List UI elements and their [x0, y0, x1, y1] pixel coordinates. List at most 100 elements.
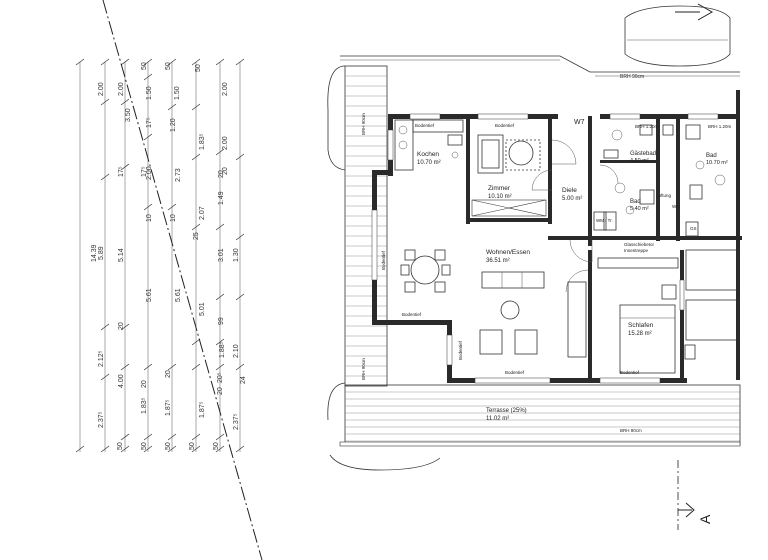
- note-w7: W7: [574, 119, 585, 126]
- note-bodentief-zimmer: Bodentief: [495, 123, 515, 128]
- dim-col4-c: 2.00: [146, 166, 153, 180]
- dim-col7-f: 2.10: [233, 344, 240, 358]
- room-diele-name: Diele: [562, 187, 577, 194]
- room-bad-right-area: 10.70 m²: [706, 160, 728, 166]
- dim-col6-a: 1.50: [174, 86, 181, 100]
- note-glasschiebe2: Innentreppe: [624, 248, 649, 253]
- room-schlafen-name: Schlafen: [628, 322, 654, 329]
- dim-col2-c: 5.14: [118, 248, 125, 262]
- terrace-bottom-hatch: [339, 384, 741, 447]
- dim-col4-g: 1.87⁵: [165, 399, 172, 416]
- dim-col3-d: 20: [141, 380, 148, 388]
- dim-col6-b: 1.83⁵: [199, 133, 206, 150]
- dim-col3-f: 50: [141, 442, 148, 450]
- note-gs: GS: [690, 226, 697, 231]
- dim-col4-h: 50: [165, 442, 172, 450]
- dim-col7-b: 20: [218, 170, 225, 178]
- note-brh-side: BRH 90cm: [361, 113, 366, 135]
- room-bad-right-name: Bad: [706, 153, 717, 159]
- dim-col6-g: 20⁵: [217, 372, 224, 383]
- dim-col1-a: 2.00: [98, 82, 105, 96]
- section-diagonal-line: [102, 0, 263, 560]
- room-terrasse-area: 11.02 m²: [486, 416, 509, 422]
- dimension-chains: 14.39 2.00 5.89 2.12⁵ 2.37⁵ 50 2.00 17⁵ …: [75, 58, 247, 453]
- note-wm: WM: [672, 204, 680, 209]
- room-wohnen-name: Wohnen/Essen: [486, 249, 530, 256]
- dim-col8-a: 2.00: [222, 82, 229, 96]
- section-marker-top: [675, 3, 714, 21]
- note-wm-tr: WM / Tr.: [596, 218, 613, 223]
- room-gaestebad-name: Gästebad: [630, 151, 656, 157]
- dim-col4-a: 1.50: [146, 86, 153, 100]
- dim-col6-f: 1.88⁵: [219, 341, 226, 358]
- dim-col8-c: 20: [222, 167, 229, 175]
- room-bad-small-name: Bad: [630, 199, 641, 205]
- dim-col5-b: 1.20: [170, 118, 177, 132]
- room-kochen-area: 10.70 m²: [417, 160, 441, 166]
- note-brh-side2: BRH 90cm: [361, 358, 366, 380]
- dim-col7-h: 2.37⁵: [233, 413, 240, 430]
- dim-col7-i: 50: [213, 442, 220, 450]
- note-bodentief-schlafen: Bodentief: [620, 370, 640, 375]
- note-bodentief-kochen: Bodentief: [415, 123, 435, 128]
- room-labels: Kochen 10.70 m² Zimmer 10.10 m² Diele 5.…: [417, 151, 728, 422]
- dim-col8-e: 24: [240, 376, 247, 384]
- dim-col1-d: 2.37⁵: [98, 411, 105, 428]
- dim-col3-e: 1.83⁵: [141, 397, 148, 414]
- dim-col7-d: 3.01: [218, 248, 225, 262]
- dim-col7-c: 1.49: [218, 191, 225, 205]
- dim-col6-i: 50: [189, 442, 196, 450]
- dim-col5-e: 5.61: [175, 288, 182, 302]
- dim-col3-a: 50: [141, 62, 148, 70]
- room-schlafen-area: 15.28 m²: [628, 331, 652, 337]
- room-diele-area: 5.00 m²: [562, 196, 582, 202]
- dim-col5-a: 50: [165, 62, 172, 70]
- dim-col5-d: 10: [170, 214, 177, 222]
- dim-col2-b: 17⁵: [118, 166, 125, 177]
- dim-col4-b: 17⁵: [146, 117, 153, 128]
- room-bad-small-area: 5.40 m²: [630, 206, 649, 212]
- dim-total: 14.39: [91, 244, 98, 262]
- room-wohnen-area: 36.51 m²: [486, 258, 510, 264]
- note-bodentief-living-left: Bodentief: [402, 312, 422, 317]
- terrace-left-hatch: [344, 65, 388, 387]
- floor-plan-drawing: BRH 90cm: [327, 3, 742, 530]
- room-kochen-name: Kochen: [417, 151, 439, 158]
- dim-col2-a: 2.00: [118, 82, 125, 96]
- dim-col6-h: 1.87⁵: [199, 401, 206, 418]
- dim-col1-c: 2.12⁵: [98, 350, 105, 367]
- dim-col3-c: 17⁵: [141, 166, 148, 177]
- note-glasschiebe: Glasschiebetor: [624, 242, 655, 247]
- note-lueftung: Lüftung: [656, 193, 672, 198]
- room-gaestebad-area: 4.50 m²: [630, 158, 649, 164]
- room-zimmer-area: 10.10 m²: [488, 194, 512, 200]
- room-zimmer-name: Zimmer: [488, 185, 511, 192]
- dim-col2-d: 20: [118, 322, 125, 330]
- note-bodentief-left2: Bodentief: [458, 340, 463, 360]
- note-bodentief-living-bottom: Bodentief: [505, 370, 525, 375]
- dim-col4-e: 5.61: [146, 288, 153, 302]
- dim-col6-c: 2.07: [199, 206, 206, 220]
- dim-col3-b: 3.50: [125, 108, 132, 122]
- dim-col8-b: 2.00: [222, 136, 229, 150]
- dim-col4-d: 10: [146, 214, 153, 222]
- dim-col7-g: 20: [217, 387, 224, 395]
- note-brh-120: BRH 1.20m: [635, 124, 659, 129]
- dim-col4-f: 20: [165, 370, 172, 378]
- dim-col8-d: 1.30: [233, 248, 240, 262]
- dim-col6-d: 25: [193, 232, 200, 240]
- dim-col7-e: 99: [218, 317, 225, 325]
- note-brh-120b: BRH 1.20m: [708, 124, 732, 129]
- note-brh-top: BRH 90cm: [620, 74, 644, 80]
- plan-notes: Bodentief Bodentief Bodentief Bodentief …: [361, 113, 732, 433]
- dim-col1-e: 50: [117, 442, 124, 450]
- dim-col2-e: 4.00: [118, 374, 125, 388]
- dim-col7-a: 50: [195, 64, 202, 72]
- note-bodentief-left: Bodentief: [381, 250, 386, 270]
- section-marker-a: A: [697, 514, 713, 524]
- dim-col1-b: 5.89: [98, 246, 105, 260]
- dim-col6-e: 5.01: [199, 302, 206, 316]
- room-terrasse-name: Terrasse (25%): [486, 408, 527, 414]
- dim-col5-c: 2.73: [175, 168, 182, 182]
